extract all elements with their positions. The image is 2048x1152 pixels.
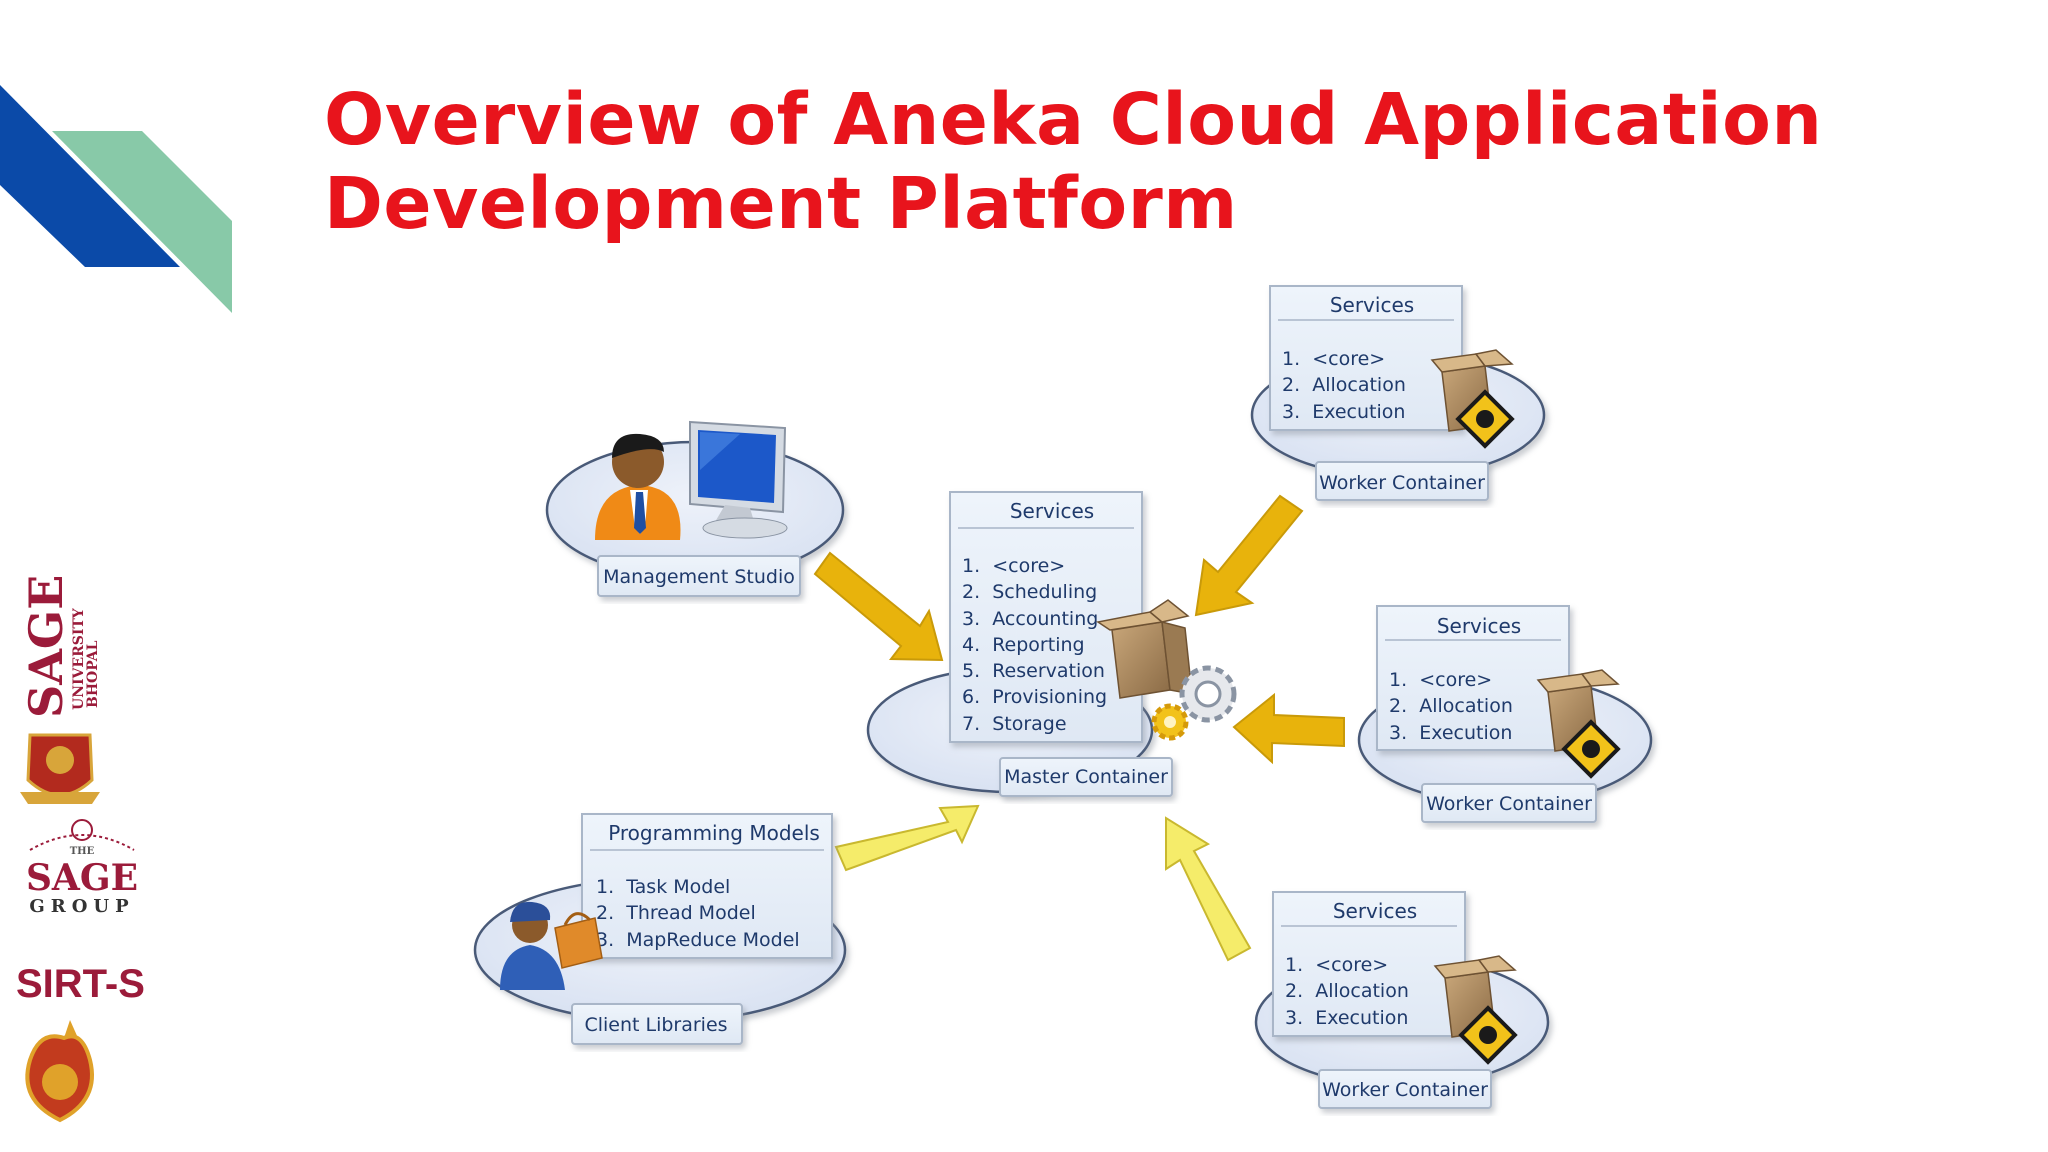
worker-top-label-box (1315, 461, 1489, 501)
sage-group-logo: THE SAGE GROUP (26, 819, 138, 917)
worker-top-services-box (1269, 285, 1463, 431)
arrow-worker-bottom-to-master (1165, 816, 1252, 962)
sirts-emblem-logo (25, 1020, 94, 1123)
developer-toolbox-icon (500, 901, 603, 990)
sage-university-name: SAGE (19, 575, 73, 718)
worker-container-middle-node: Services 1. <core> 2. Allocation 3. Exec… (1357, 605, 1653, 823)
package-gears-icon (1430, 349, 1515, 449)
worker-top-service-item: 1. <core> (1282, 348, 1385, 370)
worker-top-service-item: 2. Allocation (1282, 374, 1406, 396)
master-service-item: 6. Provisioning (962, 686, 1107, 708)
sirts-label: SIRT-S (16, 962, 145, 1006)
sage-university-logo: SAGE UNIVERSITY BHOPAL (19, 575, 101, 718)
master-services-title: Services (1010, 499, 1094, 523)
client-libraries-label: Client Libraries (584, 1014, 727, 1036)
worker-middle-services-title: Services (1437, 614, 1521, 638)
worker-middle-label: Worker Container (1426, 793, 1592, 815)
arrow-worker-middle-to-master (1232, 692, 1345, 765)
arrow-client-to-master (834, 804, 980, 872)
user-icon (595, 433, 681, 540)
package-gears-icon (1096, 599, 1237, 741)
master-container-label-box (999, 757, 1173, 797)
worker-container-bottom-node: Services 1. <core> 2. Allocation 3. Exec… (1254, 891, 1550, 1109)
programming-models-title: Programming Models (608, 821, 820, 845)
monitor-icon (689, 420, 788, 539)
programming-model-item: 3. MapReduce Model (596, 929, 800, 951)
worker-bottom-service-item: 2. Allocation (1285, 980, 1409, 1002)
management-studio-node: Management Studio (545, 420, 845, 597)
management-studio-label-box (597, 555, 801, 597)
sidebar-logos: SAGE UNIVERSITY BHOPAL THE SAGE GROUP (19, 575, 138, 1123)
worker-bottom-service-item: 3. Execution (1285, 1007, 1408, 1029)
worker-bottom-label: Worker Container (1322, 1079, 1488, 1101)
worker-bottom-label-box (1318, 1069, 1492, 1109)
master-services-box (949, 491, 1143, 743)
worker-bottom-service-item: 1. <core> (1285, 954, 1388, 976)
client-libraries-node: Programming Models 1. Task Model 2. Thre… (473, 813, 847, 1045)
programming-models-box (581, 813, 833, 959)
sage-group-sub: GROUP (29, 896, 134, 917)
slide-title: Overview of Aneka Cloud Application Deve… (324, 78, 1823, 245)
programming-model-item: 1. Task Model (596, 876, 730, 898)
worker-bottom-services-box (1272, 891, 1466, 1037)
client-libraries-label-box (571, 1003, 743, 1045)
master-service-item: 3. Accounting (962, 608, 1098, 630)
programming-model-item: 2. Thread Model (596, 902, 756, 924)
master-container-label: Master Container (1004, 766, 1168, 788)
sage-group-the: THE (70, 846, 95, 857)
sage-crest-logo (20, 733, 100, 804)
management-studio-label: Management Studio (603, 566, 795, 588)
master-service-item: 5. Reservation (962, 660, 1105, 682)
master-service-item: 1. <core> (962, 555, 1065, 577)
master-service-item: 2. Scheduling (962, 581, 1097, 603)
corner-decoration (0, 85, 232, 313)
worker-middle-service-item: 2. Allocation (1389, 695, 1513, 717)
worker-top-label: Worker Container (1319, 472, 1485, 494)
worker-top-services-title: Services (1330, 293, 1414, 317)
deco-green-stripe (52, 131, 232, 313)
sage-university-city: BHOPAL (85, 640, 101, 708)
worker-bottom-services-title: Services (1333, 899, 1417, 923)
sage-group-name: SAGE (26, 857, 138, 899)
worker-middle-service-item: 1. <core> (1389, 669, 1492, 691)
master-service-item: 4. Reporting (962, 634, 1085, 656)
worker-container-top-node: Services 1. <core> 2. Allocation 3. Exec… (1250, 285, 1546, 501)
package-gears-icon (1433, 955, 1518, 1065)
worker-middle-service-item: 3. Execution (1389, 722, 1512, 744)
sage-university-sub: UNIVERSITY (71, 607, 87, 710)
worker-top-service-item: 3. Execution (1282, 401, 1405, 423)
master-container-node: Services 1. <core> 2. Scheduling 3. Acco… (866, 491, 1237, 797)
arrow-worker-top-to-master (1194, 494, 1304, 617)
deco-blue-stripe (0, 85, 180, 267)
worker-middle-label-box (1421, 783, 1597, 823)
worker-middle-services-box (1376, 605, 1570, 751)
master-service-item: 7. Storage (962, 713, 1067, 735)
arrow-management-to-master (813, 551, 944, 662)
package-gears-icon (1536, 669, 1621, 779)
